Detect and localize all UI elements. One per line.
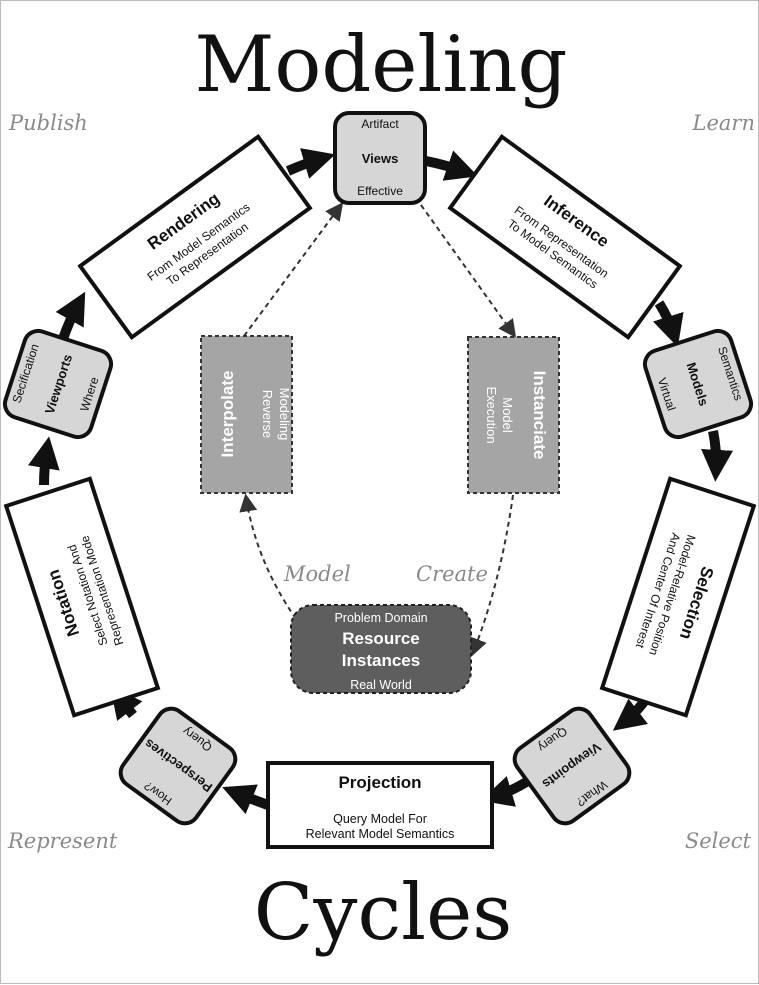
interpolate-line2: Modeling: [277, 388, 292, 441]
instanciate-line2: Execution: [484, 386, 499, 443]
box-inference: Inference From Representation To Model S…: [447, 133, 683, 341]
arrow-resource-to-interpolate: [239, 493, 297, 620]
arrow-notation-to-viewports: [28, 436, 60, 486]
instanciate-shape: [467, 336, 560, 494]
node-viewports: Secification Viewports Where: [2, 328, 114, 440]
resource-main-line1: Resource: [342, 629, 419, 648]
perspectives-shape: [118, 706, 238, 826]
projection-shape: [266, 761, 494, 849]
instanciate-title: Instanciate: [530, 371, 549, 460]
arrow-rendering-to-views: [285, 148, 336, 179]
interpolate-shape: [200, 335, 293, 494]
instanciate-line1: Model: [500, 397, 515, 433]
rendering-shape: [77, 133, 313, 341]
node-viewpoints: What? Viewpoints Query: [512, 706, 632, 826]
corner-select: Select: [685, 829, 752, 853]
projection-title: Projection: [338, 773, 421, 792]
label-model: Model: [283, 562, 351, 586]
box-projection: Projection Query Model For Relevant Mode…: [266, 761, 494, 849]
label-create: Create: [416, 562, 488, 586]
arrow-views-to-inference: [425, 150, 479, 181]
arrow-interpolate-to-views: [243, 202, 344, 337]
resource-top-label: Problem Domain: [334, 611, 427, 625]
views-shape: [333, 111, 427, 205]
viewports-shape: [2, 328, 114, 440]
selection-shape: [599, 476, 757, 718]
title-top: Modeling: [195, 20, 568, 110]
arrow-inference-to-models: [652, 300, 684, 348]
interpolate-title: Interpolate: [218, 371, 237, 458]
box-resource-instances: Problem Domain Resource Instances Real W…: [290, 604, 472, 694]
views-bottom-label: Effective: [357, 184, 403, 198]
arrow-models-to-selection: [701, 430, 734, 482]
corner-learn: Learn: [692, 111, 755, 135]
node-models: Semantics Models Virtual: [642, 328, 754, 440]
models-shape: [642, 328, 754, 440]
title-bottom: Cycles: [254, 868, 513, 958]
node-perspectives: How? Perspectives Query: [118, 706, 238, 826]
inference-shape: [447, 133, 683, 341]
arrow-viewpoints-to-projection: [480, 774, 534, 807]
inner-dashed-arrows: [239, 202, 517, 657]
arrow-viewports-to-rendering: [55, 291, 86, 341]
resource-bottom-label: Real World: [350, 678, 412, 692]
corner-publish: Publish: [8, 111, 88, 135]
corner-represent: Represent: [7, 829, 118, 853]
arrow-projection-to-perspectives: [222, 784, 270, 815]
views-top-label: Artifact: [361, 117, 399, 131]
box-rendering: Rendering From Model Semantics To Repres…: [77, 133, 313, 341]
interpolate-line1: Reverse: [260, 390, 275, 438]
box-interpolate: Interpolate Reverse Modeling: [200, 335, 293, 494]
box-selection: Selection Model-Relative Position And Ce…: [599, 476, 757, 718]
projection-line2: Relevant Model Semantics: [306, 827, 455, 841]
notation-shape: [3, 476, 161, 718]
arrow-instanciate-to-resource: [469, 494, 514, 657]
box-instanciate: Instanciate Model Execution: [467, 336, 560, 494]
projection-line1: Query Model For: [333, 812, 427, 826]
viewpoints-shape: [512, 706, 632, 826]
resource-main-line2: Instances: [342, 651, 420, 670]
box-notation: Notation Select Notation And Representat…: [3, 476, 161, 718]
resource-shape: [290, 604, 472, 694]
views-main-label: Views: [362, 151, 399, 166]
node-views: Artifact Views Effective: [333, 111, 427, 205]
